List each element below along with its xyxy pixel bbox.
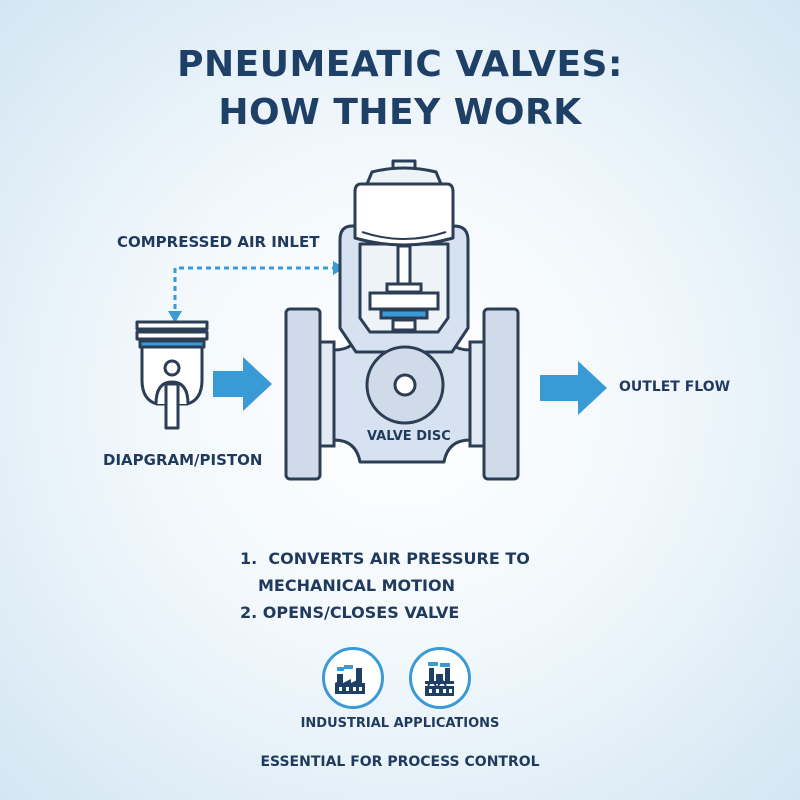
step-2-text: OPENS/CLOSES VALVE [262, 603, 460, 622]
diaphragm-piston-label: DIAPGRAM/PISTON [103, 451, 263, 469]
step-1: 1. CONVERTS AIR PRESSURE TO [240, 545, 530, 572]
industrial-applications-label: INDUSTRIAL APPLICATIONS [300, 716, 500, 731]
steps-list: 1. CONVERTS AIR PRESSURE TO MECHANICAL M… [240, 545, 530, 626]
footer-text: ESSENTIAL FOR PROCESS CONTROL [260, 754, 540, 770]
outlet-flow-label: OUTLET FLOW [619, 379, 731, 395]
outlet-arrow [540, 361, 607, 415]
inlet-arrow [213, 357, 272, 411]
title-line-2: HOW THEY WORK [218, 92, 582, 133]
valve-disc-label: VALVE DISC [367, 429, 451, 444]
step-2: 2. OPENS/CLOSES VALVE [240, 599, 530, 626]
left-flange [284, 307, 336, 481]
valve-disc-shape [365, 345, 445, 425]
step-1-text-line2: MECHANICAL MOTION [258, 576, 455, 595]
air-line-arrow-down [168, 311, 182, 323]
title-line-1: PNEUMEATIC VALVES: [177, 44, 623, 85]
valve-stem [368, 244, 440, 332]
step-1-number: 1. [240, 549, 258, 568]
compressed-air-inlet-label: COMPRESSED AIR INLET [117, 233, 320, 251]
factory-icon [322, 647, 384, 709]
refinery-icon [409, 647, 471, 709]
right-flange [468, 307, 520, 481]
step-2-number: 2. [240, 603, 258, 622]
step-1-text-line1: CONVERTS AIR PRESSURE TO [268, 549, 530, 568]
actuator [353, 159, 455, 247]
air-line [173, 266, 335, 318]
piston [135, 320, 209, 430]
